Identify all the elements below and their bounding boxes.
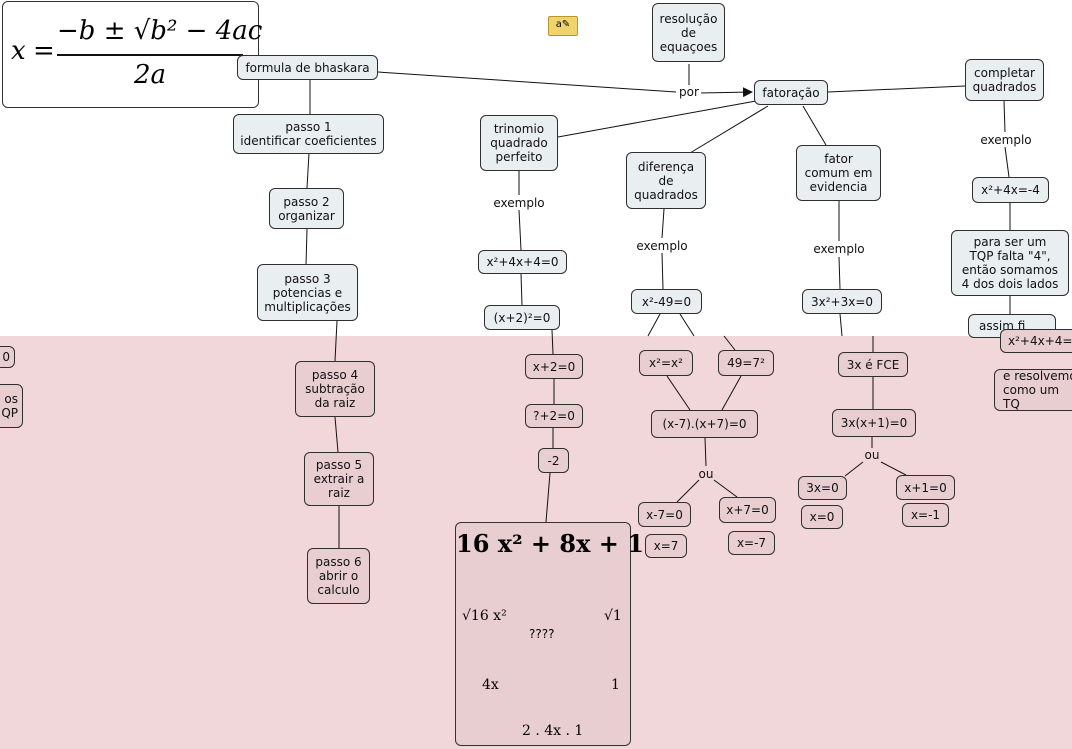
node-left-fragment-2[interactable]: os QP <box>0 384 23 428</box>
formula-x: x <box>11 36 26 66</box>
node-left-fragment-1[interactable]: 0 <box>0 346 15 368</box>
node-dq-a-res[interactable]: x=7 <box>645 534 687 558</box>
label-exemplo-tqp: exemplo <box>493 196 545 210</box>
node-diferenca-de-quadrados[interactable]: diferença de quadrados <box>626 152 706 209</box>
node-completar-quadrados[interactable]: completar quadrados <box>965 59 1044 101</box>
node-passo-5[interactable]: passo 5 extrair a raiz <box>304 452 374 506</box>
node-tqp-eq5[interactable]: -2 <box>538 448 569 473</box>
label-ou-dq: ou <box>698 467 714 481</box>
node-trinomio-quadrado-perfeito[interactable]: trinomio quadrado perfeito <box>480 115 558 171</box>
node-fc-fce[interactable]: 3x é FCE <box>838 352 908 377</box>
link-ou-fcb <box>880 461 907 476</box>
label-exemplo-fc: exemplo <box>813 242 865 256</box>
tqp-product: 2 . 4x . 1 <box>522 723 584 739</box>
node-tqp-eq1[interactable]: x²+4x+4=0 <box>478 250 567 274</box>
link-passo2-passo3 <box>305 228 308 266</box>
node-cq-eq2[interactable]: x²+4x+4= <box>1000 329 1072 353</box>
formula-denominator: 2a <box>133 60 167 90</box>
node-cq-eq1[interactable]: x²+4x=-4 <box>972 177 1049 203</box>
link-prod-ou <box>704 437 707 467</box>
node-passo-1[interactable]: passo 1 identificar coeficientes <box>233 114 384 154</box>
link-completar-exemplo <box>1003 100 1006 133</box>
link-por-fatoracao <box>699 87 753 98</box>
link-passo3-passo4 <box>334 320 338 362</box>
node-fatoracao[interactable]: fatoração <box>754 80 828 105</box>
node-dq-49[interactable]: 49=7² <box>718 350 774 376</box>
node-tqp-eq4[interactable]: ?+2=0 <box>525 404 583 428</box>
node-dq-prod[interactable]: (x-7).(x+7)=0 <box>651 410 758 438</box>
node-resolucao-equacoes[interactable]: resolução de equaçoes <box>652 3 725 62</box>
link-dqeq1-right <box>679 313 695 337</box>
node-cq-resolve[interactable]: e resolvemo como um TQ <box>994 369 1072 411</box>
link-fceq1-band <box>839 313 843 337</box>
link-ou-a <box>676 479 700 503</box>
link-dqeq1-left <box>647 313 661 337</box>
label-exemplo-cq: exemplo <box>980 133 1032 147</box>
link-exemplo-eq1 <box>518 209 522 251</box>
link-exemplo-dqeq1 <box>661 252 664 290</box>
note-icon[interactable]: a✎ <box>548 16 578 36</box>
node-dq-b[interactable]: x+7=0 <box>719 497 776 523</box>
tqp-sqrt-right: √1 <box>604 608 622 624</box>
link-bhaskara-por <box>377 71 677 93</box>
link-eq5-diagram <box>545 472 551 523</box>
link-eq2-eq3 <box>551 329 554 355</box>
formula-fraction-bar <box>57 54 243 56</box>
link-ou-b <box>713 479 738 498</box>
link-fatoracao-diferenca <box>689 105 769 154</box>
tqp-title: 16 x² + 8x + 1 <box>456 529 644 558</box>
bhaskara-formula-image: x = −b ± √b² − 4ac 2a <box>2 1 263 108</box>
label-exemplo-dq: exemplo <box>636 239 688 253</box>
formula-numerator: −b ± √b² − 4ac <box>57 16 263 46</box>
node-passo-3[interactable]: passo 3 potencias e multiplicações <box>257 264 358 321</box>
link-49-prod <box>721 375 742 411</box>
tqp-diagram-image: 16 x² + 8x + 1 √16 x² √1 ???? 4x 1 2 . 4… <box>455 522 644 746</box>
link-diferenca-exemplo <box>661 208 665 239</box>
node-passo-4[interactable]: passo 4 subtração da raiz <box>295 361 375 417</box>
node-tqp-eq3[interactable]: x+2=0 <box>525 354 583 379</box>
link-fatoracao-fator <box>802 105 827 146</box>
node-dq-b-res[interactable]: x=-7 <box>728 531 775 555</box>
node-fator-comum-evidencia[interactable]: fator comum em evidencia <box>796 145 881 201</box>
tqp-left-root: 4x <box>482 677 499 693</box>
link-passo1-passo2 <box>306 152 310 189</box>
link-exemplo-fceq1 <box>838 256 841 290</box>
link-fatoracao-completar <box>827 85 966 93</box>
formula-equals: = <box>33 36 55 66</box>
node-dq-eq1[interactable]: x²-49=0 <box>631 289 702 314</box>
link-ou-fca <box>844 461 864 477</box>
link-fatoracao-trinomio <box>557 100 757 138</box>
node-fc-a[interactable]: 3x=0 <box>798 476 847 500</box>
link-x2-prod <box>666 375 691 411</box>
link-exemplo-cqeq1 <box>1004 146 1010 178</box>
link-eq1-eq2 <box>520 273 523 306</box>
node-fc-b[interactable]: x+1=0 <box>896 475 955 500</box>
node-dq-x2[interactable]: x²=x² <box>639 350 693 376</box>
tqp-sqrt-left: √16 x² <box>462 608 507 624</box>
node-tqp-eq2[interactable]: (x+2)²=0 <box>484 305 560 330</box>
node-passo-6[interactable]: passo 6 abrir o calculo <box>307 548 370 604</box>
node-cq-explicacao[interactable]: para ser um TQP falta "4", então somamos… <box>951 230 1069 296</box>
node-fc-prod[interactable]: 3x(x+1)=0 <box>832 409 916 437</box>
label-por: por <box>677 85 701 99</box>
tqp-right-root: 1 <box>611 677 620 693</box>
node-fc-b-res[interactable]: x=-1 <box>902 503 949 527</box>
node-fc-eq1[interactable]: 3x²+3x=0 <box>802 289 882 314</box>
node-formula-bhaskara[interactable]: formula de bhaskara <box>237 55 378 80</box>
label-ou-fc: ou <box>864 448 880 462</box>
node-passo-2[interactable]: passo 2 organizar <box>269 188 344 229</box>
node-fc-a-res[interactable]: x=0 <box>801 505 843 529</box>
link-passo4-passo5 <box>334 416 339 453</box>
node-dq-a[interactable]: x-7=0 <box>638 502 691 527</box>
link-dqeq1-49 <box>723 335 736 351</box>
tqp-question: ???? <box>529 627 555 641</box>
